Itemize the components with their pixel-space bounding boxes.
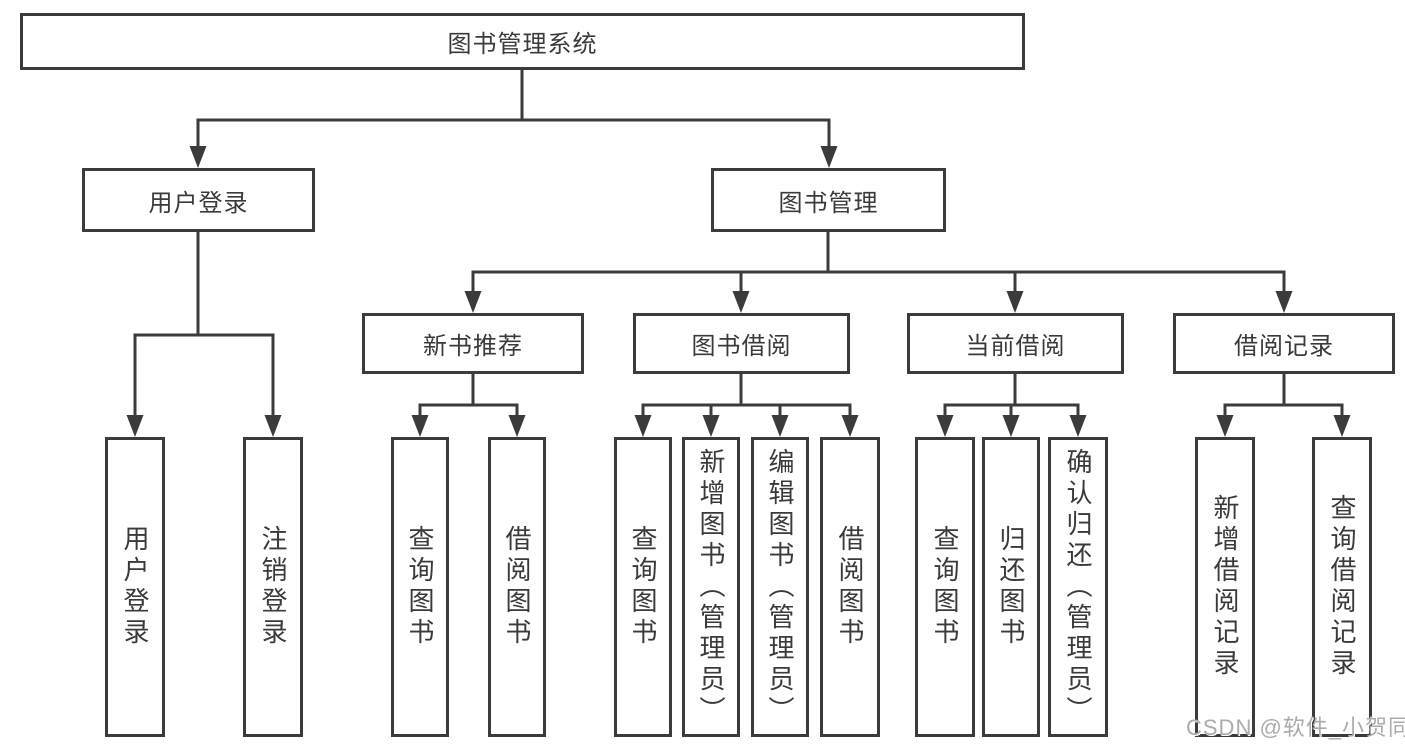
- arrow-down-icon: [411, 415, 429, 437]
- node-user-login: 用户登录: [82, 168, 315, 232]
- arrow-down-icon: [702, 415, 720, 437]
- arrow-down-icon: [820, 146, 838, 168]
- arrow-down-icon: [771, 415, 789, 437]
- node-root-library-system: 图书管理系统: [20, 13, 1025, 70]
- leaf-query-books-current: 查询图书: [915, 437, 975, 737]
- leaf-borrow-books-recommend: 借阅图书: [488, 437, 546, 737]
- leaf-logout: 注销登录: [243, 437, 303, 737]
- leaf-confirm-return-admin: 确认归还（管理员）: [1048, 437, 1108, 737]
- leaf-add-books-admin: 新增图书（管理员）: [682, 437, 740, 737]
- connector-newbooks-children: [418, 372, 519, 419]
- leaf-add-borrow-record: 新增借阅记录: [1195, 437, 1255, 737]
- arrow-down-icon: [841, 415, 859, 437]
- connector-current-children: [943, 372, 1080, 419]
- connector-bookmgmt-to-level3: [471, 230, 1286, 297]
- node-new-book-recommend: 新书推荐: [362, 313, 584, 374]
- connector-borrow-children: [641, 372, 852, 419]
- arrow-down-icon: [1069, 415, 1087, 437]
- arrow-down-icon: [634, 415, 652, 437]
- connector-root-to-level2: [196, 68, 831, 152]
- connector-userlogin-children: [133, 230, 275, 419]
- arrow-down-icon: [1275, 291, 1293, 313]
- arrow-down-icon: [126, 415, 144, 437]
- arrow-down-icon: [1333, 415, 1351, 437]
- leaf-return-books: 归还图书: [982, 437, 1040, 737]
- connector-records-children: [1223, 372, 1344, 419]
- node-book-borrowing: 图书借阅: [633, 313, 850, 374]
- node-current-borrowing: 当前借阅: [907, 313, 1124, 374]
- arrow-down-icon: [1002, 415, 1020, 437]
- node-borrowing-records: 借阅记录: [1173, 313, 1395, 374]
- csdn-watermark: CSDN @软件_小贺同学: [1186, 715, 1405, 740]
- arrow-down-icon: [936, 415, 954, 437]
- leaf-query-books-borrowing: 查询图书: [614, 437, 672, 737]
- leaf-query-borrow-record: 查询借阅记录: [1312, 437, 1372, 737]
- leaf-query-books-recommend: 查询图书: [391, 437, 449, 737]
- arrowheads: [126, 146, 1351, 437]
- leaf-borrow-books: 借阅图书: [820, 437, 880, 737]
- node-book-management: 图书管理: [711, 168, 946, 232]
- arrow-down-icon: [189, 146, 207, 168]
- leaf-edit-books-admin: 编辑图书（管理员）: [751, 437, 809, 737]
- leaf-user-login: 用户登录: [105, 437, 165, 737]
- arrow-down-icon: [464, 291, 482, 313]
- arrow-down-icon: [732, 291, 750, 313]
- arrow-down-icon: [1006, 291, 1024, 313]
- arrow-down-icon: [508, 415, 526, 437]
- arrow-down-icon: [1216, 415, 1234, 437]
- arrow-down-icon: [264, 415, 282, 437]
